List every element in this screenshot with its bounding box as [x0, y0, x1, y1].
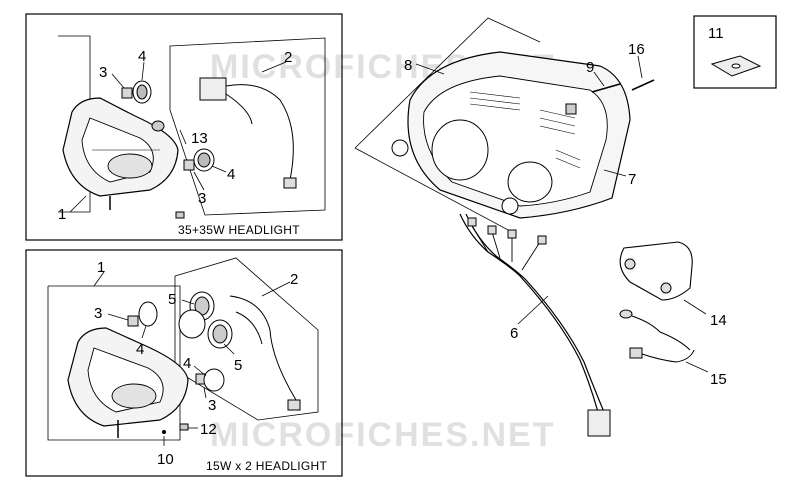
callout-4-top: 4	[138, 48, 146, 65]
callout-1-top: 1	[58, 206, 66, 223]
callout-16: 16	[628, 41, 645, 58]
parking-light-14: 14	[619, 241, 727, 329]
reflector-left	[431, 119, 489, 181]
caption-15w: 15W x 2 HEADLIGHT	[206, 459, 327, 473]
callout-4-bottom: 4	[136, 341, 144, 358]
harness-box	[169, 37, 326, 216]
bulb-and-cap-bottom-lower	[195, 368, 225, 392]
callout-1-bottom: 1	[97, 259, 105, 276]
callout-8: 8	[404, 57, 412, 74]
callout-11: 11	[708, 25, 724, 42]
caption-35w: 35+35W HEADLIGHT	[178, 223, 300, 237]
harness-connector	[199, 77, 297, 189]
mount-bottom	[501, 197, 519, 215]
callout-14: 14	[710, 312, 727, 329]
callout-5-bottom-upper: 5	[168, 291, 176, 308]
nut	[175, 211, 185, 219]
main-headlight-assembly: 8 9 16 7 6	[354, 17, 655, 437]
callout-6: 6	[510, 325, 518, 342]
vent-slots	[469, 91, 581, 169]
inset-part-11: 11	[693, 15, 777, 89]
nut-bottom	[179, 423, 189, 431]
callout-10: 10	[157, 451, 174, 468]
callout-15: 15	[710, 371, 727, 388]
callout-4-top-lower: 4	[227, 166, 235, 183]
callout-4-bottom-lower: 4	[183, 355, 191, 372]
harness-bottom	[229, 295, 301, 411]
reflector-rings	[178, 291, 233, 349]
wiring-harness	[459, 213, 611, 437]
harness-plug	[587, 409, 611, 437]
screw-9	[591, 83, 621, 93]
callout-3-bottom: 3	[94, 305, 102, 322]
bulb-and-cap-lower	[183, 148, 215, 172]
callout-9: 9	[586, 59, 594, 76]
screw-16	[631, 79, 655, 91]
panel-15w-headlight: 1 2 3 4 5 5 4 3 12 10 15W x 2 HEADLIGHT	[25, 249, 343, 477]
callout-13: 13	[191, 130, 208, 147]
reflector-right	[507, 161, 553, 203]
callout-5-bottom-lower: 5	[234, 357, 242, 374]
callout-3-top-lower: 3	[198, 190, 206, 207]
callout-3-bottom-lower: 3	[208, 397, 216, 414]
bulb-and-cap-upper	[121, 80, 152, 104]
panel-35w-headlight: 2 3 4 13 4 3 1 35+35W HEADLIGHT	[25, 13, 343, 241]
headlight-housing-bottom	[67, 327, 189, 427]
bulb-and-cap-bottom-upper	[127, 301, 158, 327]
callout-2-top: 2	[284, 49, 292, 66]
callout-3-top: 3	[99, 64, 107, 81]
bulb-socket-15: 15	[619, 309, 727, 388]
watermark-bottom: MICROFICHES.NET	[210, 416, 555, 454]
mount-left	[391, 139, 409, 157]
washer	[162, 430, 166, 434]
small-bulb	[151, 120, 165, 132]
callout-2-bottom: 2	[290, 271, 298, 288]
headlight-housing	[62, 97, 179, 197]
callout-7: 7	[628, 171, 636, 188]
callout-12: 12	[200, 421, 217, 438]
